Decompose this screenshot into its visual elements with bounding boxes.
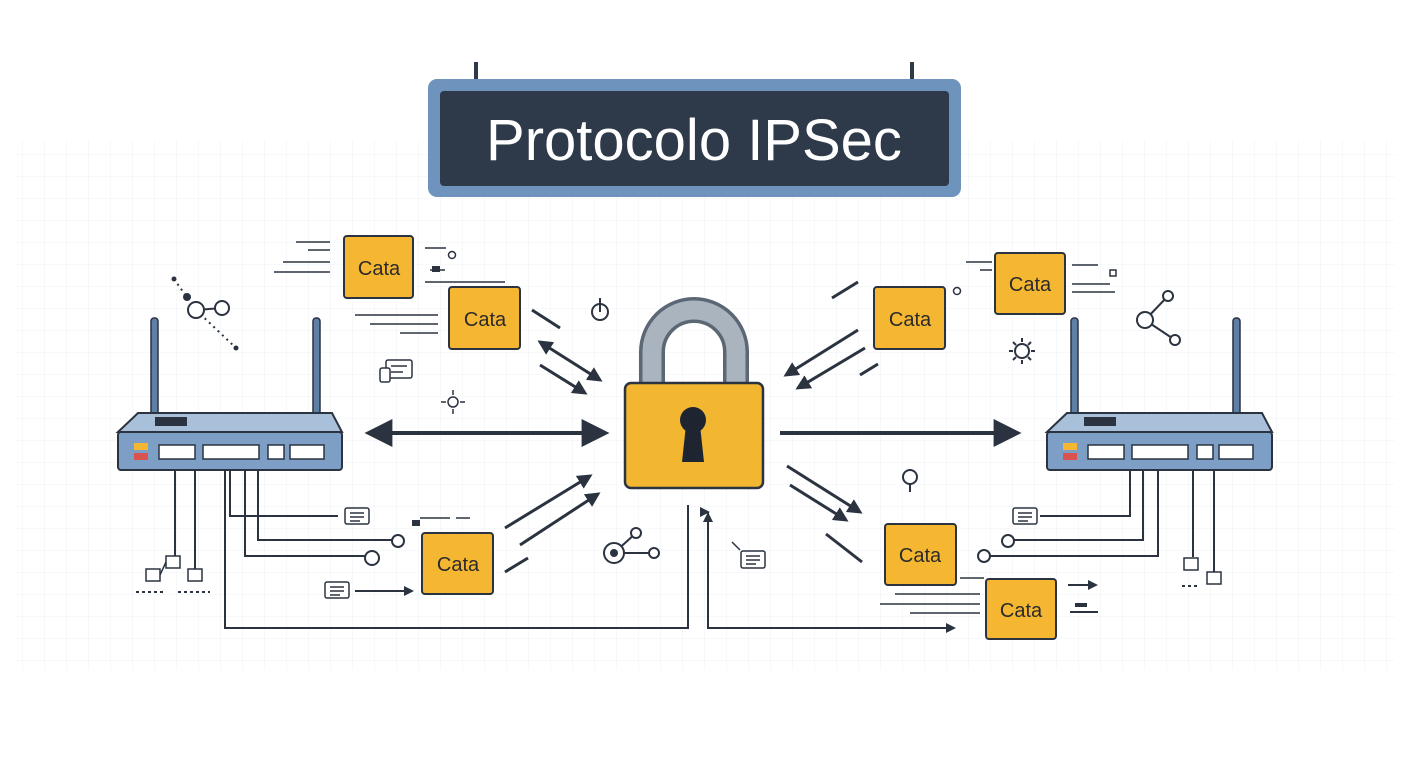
chat-icon	[379, 359, 413, 383]
right-router-cables	[707, 470, 1215, 633]
diagonal-arrows	[504, 280, 879, 574]
network-node-icon	[173, 278, 237, 349]
speed-lines	[274, 241, 1115, 614]
crosshair-icon	[441, 390, 465, 414]
location-pin-icon	[902, 469, 918, 492]
title-sign: Protocolo IPSec	[428, 62, 961, 197]
small-device-icons-left	[145, 555, 203, 582]
tiny-symbols	[136, 585, 1200, 593]
router-right-icon	[1044, 317, 1274, 471]
small-device-icons-right	[1183, 557, 1222, 585]
packet-label: Cata	[1009, 274, 1052, 296]
page-title: Protocolo IPSec	[486, 108, 902, 173]
gear-icon	[1009, 338, 1035, 364]
packet-right-1: Cata	[994, 252, 1066, 315]
packet-right-3: Cata	[884, 523, 957, 586]
document-icon-right	[1012, 507, 1038, 525]
packet-label: Cata	[899, 545, 942, 567]
document-icon-left-2	[324, 581, 350, 599]
packet-label: Cata	[464, 309, 507, 331]
packet-right-2: Cata	[873, 286, 946, 350]
packet-label: Cata	[358, 258, 401, 280]
network-node-icon-right	[1136, 290, 1181, 346]
router-left-icon	[115, 317, 344, 471]
packet-label: Cata	[437, 554, 480, 576]
packet-left-1: Cata	[343, 235, 414, 299]
packet-label: Cata	[1000, 600, 1043, 622]
dots-decoration	[171, 250, 1117, 607]
packet-label: Cata	[889, 309, 932, 331]
document-icon-left-1	[344, 507, 370, 525]
padlock-icon	[623, 297, 765, 490]
packet-left-3: Cata	[421, 532, 494, 595]
packet-left-2: Cata	[448, 286, 521, 350]
packet-right-4: Cata	[985, 578, 1057, 640]
title-sign-panel	[440, 91, 949, 186]
network-node-icon-center	[603, 527, 660, 564]
left-router-cables	[174, 470, 689, 629]
document-icon-center	[731, 541, 766, 569]
timer-icon	[591, 298, 609, 321]
